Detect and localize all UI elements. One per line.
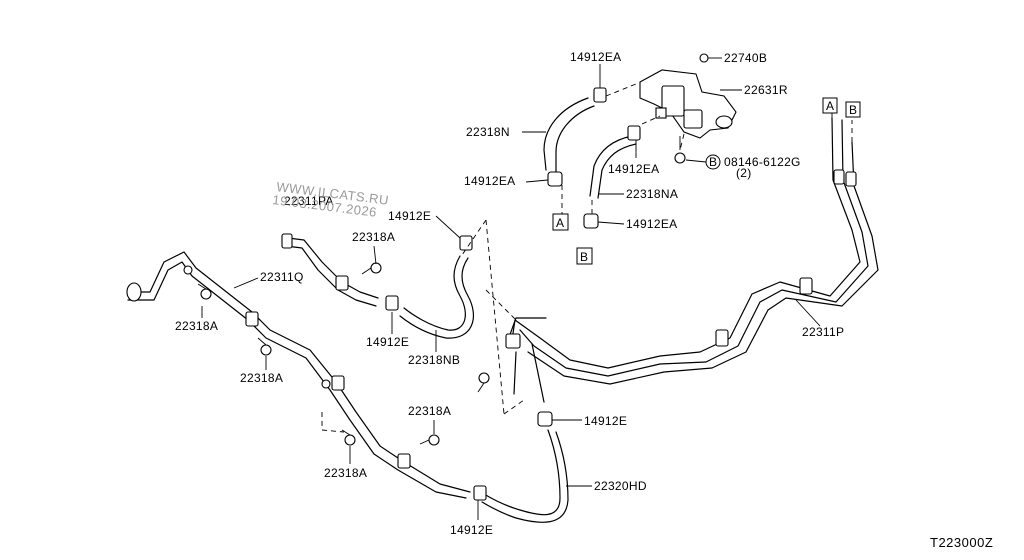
reference-mark-b-top: B <box>845 101 861 118</box>
tube-22311p <box>507 117 879 403</box>
label-14912e-right: 14912E <box>584 414 627 428</box>
hose-22320hd <box>481 429 569 523</box>
label-14912e-mid: 14912E <box>366 335 409 349</box>
label-14912e-bottom: 14912E <box>450 523 493 537</box>
label-22311p: 22311P <box>802 325 844 339</box>
label-22318na: 22318NA <box>626 187 678 201</box>
label-14912ea-low: 14912EA <box>626 217 677 231</box>
clamps <box>245 87 857 501</box>
label-08146-qty: (2) <box>736 166 752 180</box>
reference-mark-a-mid: A <box>552 213 569 231</box>
ref-b-top-text: B <box>849 103 857 117</box>
label-22318n: 22318N <box>466 125 510 139</box>
label-14912e-upper: 14912E <box>388 209 431 223</box>
label-08146-6122g: 08146-6122G <box>724 155 801 169</box>
leader-lines <box>201 57 821 520</box>
label-22631r: 22631R <box>744 83 788 97</box>
solenoid-valve-22631r <box>639 53 737 164</box>
tube-22311pa <box>281 233 379 307</box>
bolts-22318a <box>183 262 490 446</box>
dashed-connection-lines <box>321 83 853 433</box>
label-22318a-upper: 22318A <box>352 230 395 244</box>
label-22318a-low: 22318A <box>408 404 451 418</box>
circle-b-mark: B <box>705 154 721 170</box>
label-22320hd: 22320HD <box>594 479 647 493</box>
hose-22318n <box>543 97 595 173</box>
ref-a-top-text: A <box>826 99 834 113</box>
label-22318nb: 22318NB <box>408 353 460 367</box>
hose-22318nb <box>399 255 475 339</box>
label-22318a-left: 22318A <box>175 319 218 333</box>
label-14912ea-top: 14912EA <box>570 50 621 64</box>
label-22318a-bottom: 22318A <box>324 466 367 480</box>
label-14912ea-left: 14912EA <box>464 174 515 188</box>
label-22318a-mid: 22318A <box>240 371 283 385</box>
hose-22318na <box>589 135 637 199</box>
reference-mark-a-top: A <box>822 97 838 114</box>
circle-b-text: B <box>709 155 717 169</box>
tube-22311q <box>126 251 471 499</box>
watermark: WWW.ILCATS.RU 19.03.2007.2026 <box>272 179 390 220</box>
label-22740b: 22740B <box>724 51 767 65</box>
label-22311q: 22311Q <box>260 270 304 284</box>
label-22311pa: 22311PA <box>284 194 334 208</box>
ref-a-mid-text: A <box>556 216 564 230</box>
ref-b-mid-text: B <box>580 250 588 264</box>
label-14912ea-mid: 14912EA <box>608 162 659 176</box>
part-labels: 14912EA 22740B 22631R 22318N 14912EA 081… <box>175 50 844 537</box>
diagram-code: T223000Z <box>930 535 993 550</box>
reference-mark-b-mid: B <box>576 247 593 265</box>
